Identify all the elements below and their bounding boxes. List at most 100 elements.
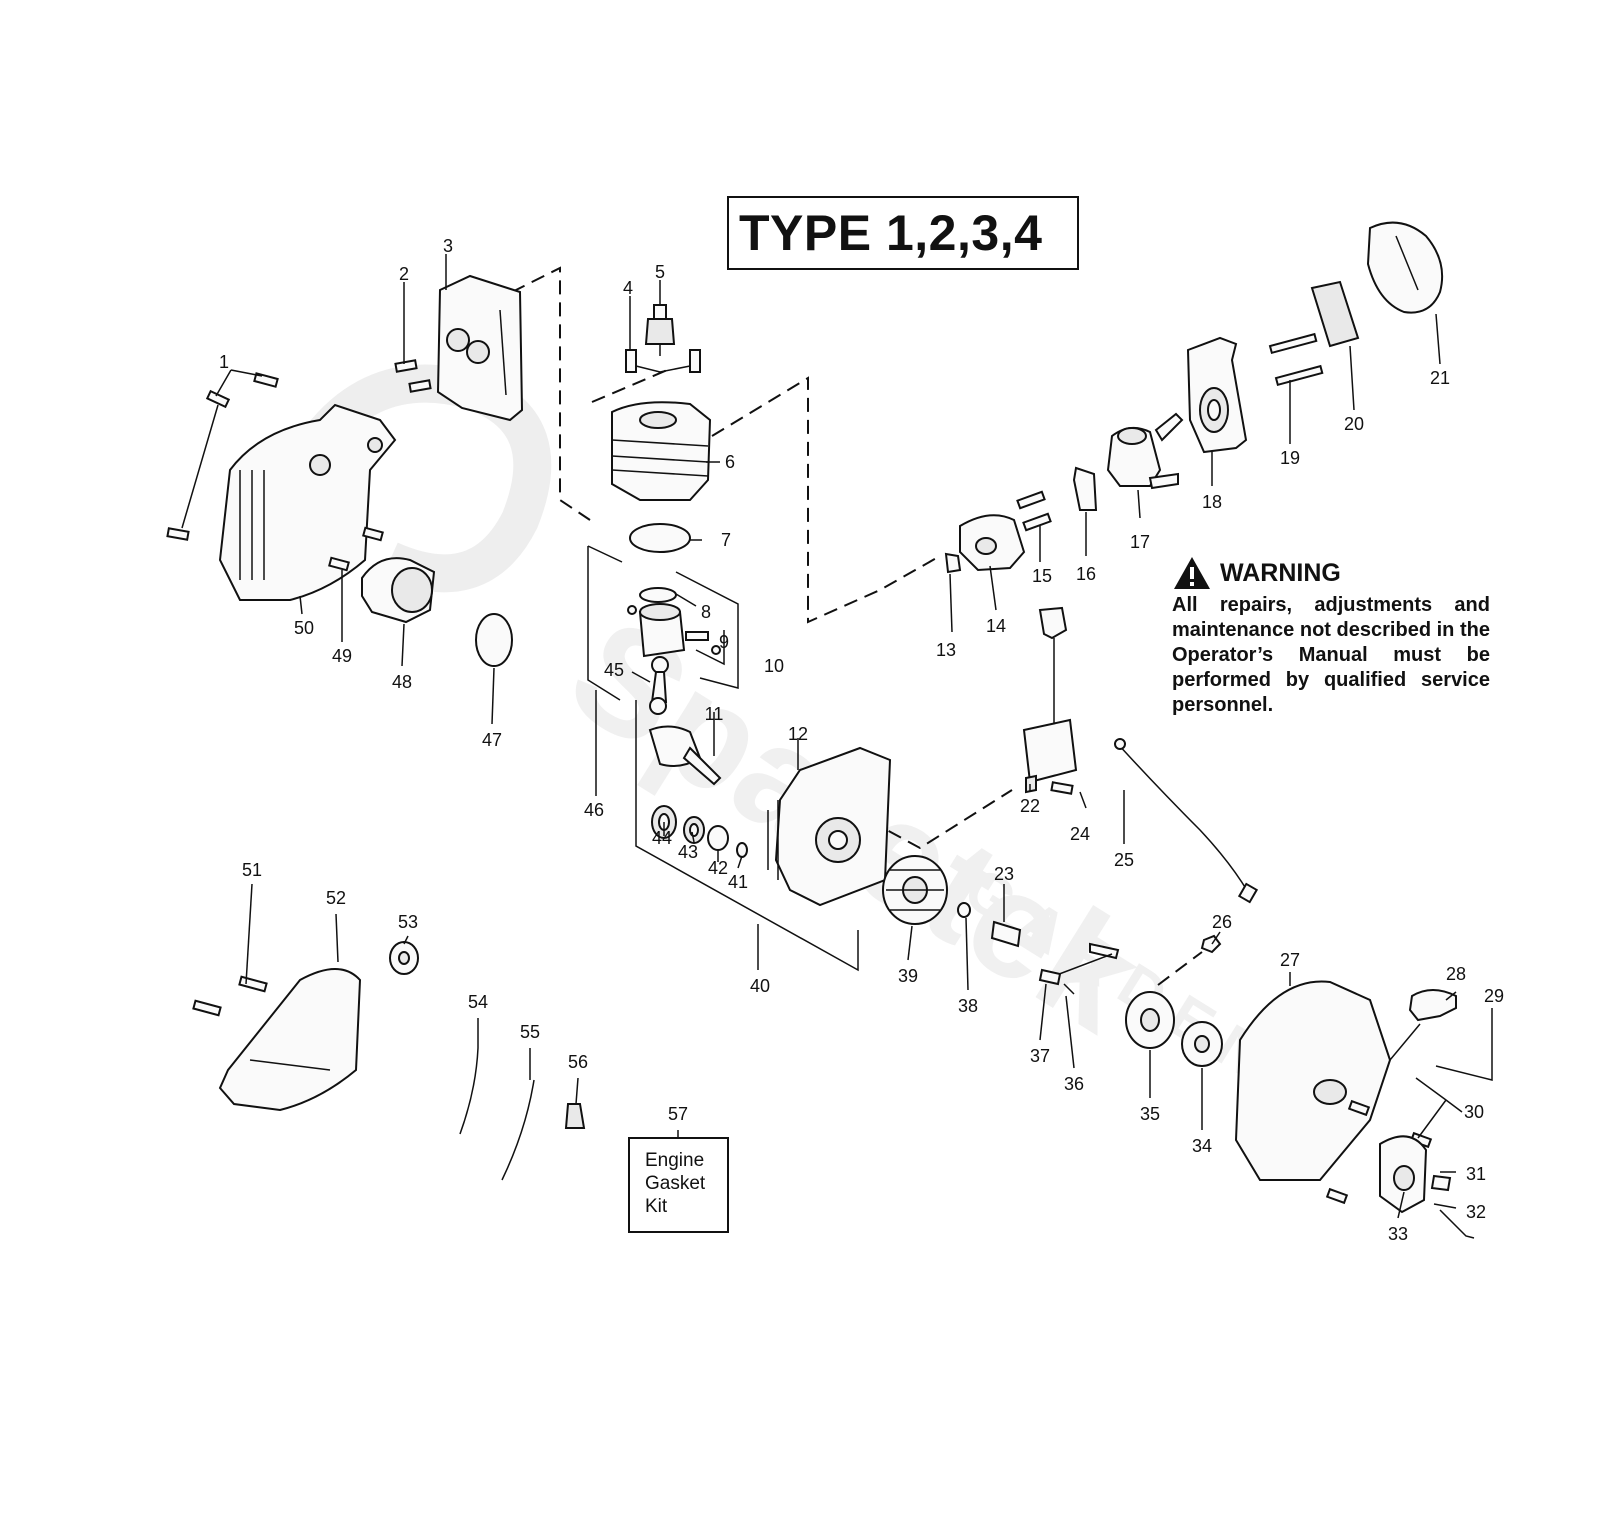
type-title: TYPE 1,2,3,4 xyxy=(727,196,1079,270)
part-2-screws xyxy=(394,359,432,393)
part-19-screws xyxy=(1268,332,1324,387)
callout-37: 37 xyxy=(1030,1046,1050,1066)
callout-20: 20 xyxy=(1344,414,1364,434)
callout-50: 50 xyxy=(294,618,314,638)
callout-4: 4 xyxy=(623,278,633,298)
part-36-37-link xyxy=(1038,942,1120,995)
callout-15: 15 xyxy=(1032,566,1052,586)
part-21-filter-cover xyxy=(1366,221,1444,314)
callout-26: 26 xyxy=(1212,912,1232,932)
part-3-muffler xyxy=(436,274,524,422)
callout-30: 30 xyxy=(1464,1102,1484,1122)
callout-44: 44 xyxy=(652,828,672,848)
callout-31: 31 xyxy=(1466,1164,1486,1184)
callout-38: 38 xyxy=(958,996,978,1016)
callout-41: 41 xyxy=(728,872,748,892)
part-28-starter-handle xyxy=(1389,989,1457,1061)
callout-33: 33 xyxy=(1388,1224,1408,1244)
callout-49: 49 xyxy=(332,646,352,666)
callout-3: 3 xyxy=(443,236,453,256)
part-5-spark-plug xyxy=(644,304,676,356)
callout-7: 7 xyxy=(721,530,731,550)
part-1-screws xyxy=(166,372,279,541)
warning-notice: WARNING All repairs, adjustments and mai… xyxy=(1172,553,1490,718)
callout-46: 46 xyxy=(584,800,604,820)
callout-52: 52 xyxy=(326,888,346,908)
callout-14: 14 xyxy=(986,616,1006,636)
callout-53: 53 xyxy=(398,912,418,932)
part-13-14-intake xyxy=(944,514,1026,574)
part-25-wire xyxy=(1114,738,1259,904)
callout-11: 11 xyxy=(705,704,724,724)
part-39-flywheel xyxy=(882,855,948,925)
part-56-fuel-filter xyxy=(564,1103,586,1129)
part-38-washer xyxy=(957,902,971,918)
callout-numbers: 1 2 3 4 5 6 7 8 9 10 11 12 13 14 15 16 1… xyxy=(219,236,1504,1244)
callout-57: 57 xyxy=(668,1104,688,1124)
part-16-gasket xyxy=(1072,466,1098,511)
part-53-nut xyxy=(389,941,419,975)
callout-48: 48 xyxy=(392,672,412,692)
part-18-air-box xyxy=(1186,336,1248,454)
part-26-nut xyxy=(1200,934,1222,954)
part-8-piston-assembly xyxy=(627,587,721,658)
callout-16: 16 xyxy=(1076,564,1096,584)
callout-25: 25 xyxy=(1114,850,1134,870)
callout-24: 24 xyxy=(1070,824,1090,844)
callout-51: 51 xyxy=(242,860,262,880)
part-51-screws xyxy=(192,975,268,1017)
callout-9: 9 xyxy=(719,632,729,652)
part-52-shield xyxy=(218,968,362,1112)
callout-17: 17 xyxy=(1130,532,1150,552)
part-7-gasket xyxy=(629,523,691,553)
part-24-screw xyxy=(1050,781,1074,795)
callout-40: 40 xyxy=(750,976,770,996)
callout-12: 12 xyxy=(788,724,808,744)
callout-55: 55 xyxy=(520,1022,540,1042)
callout-6: 6 xyxy=(725,452,735,472)
callout-19: 19 xyxy=(1280,448,1300,468)
part-23-spacer xyxy=(990,920,1022,948)
part-11-crankshaft xyxy=(648,725,722,786)
part-6-cylinder xyxy=(611,401,712,501)
callout-1: 1 xyxy=(219,352,229,372)
callout-36: 36 xyxy=(1064,1074,1084,1094)
part-30-33-starter xyxy=(1325,1099,1475,1239)
part-34-plate xyxy=(1181,1021,1223,1067)
part-35-pulley xyxy=(1125,991,1175,1049)
callout-34: 34 xyxy=(1192,1136,1212,1156)
callout-42: 42 xyxy=(708,858,728,878)
part-55-fuel-line xyxy=(501,1079,535,1181)
callout-45: 45 xyxy=(604,660,624,680)
warning-heading: WARNING xyxy=(1220,558,1341,587)
callout-21: 21 xyxy=(1430,368,1450,388)
callout-32: 32 xyxy=(1466,1202,1486,1222)
group-brackets xyxy=(587,545,859,972)
part-48-air-filter xyxy=(361,557,436,624)
callout-13: 13 xyxy=(936,640,956,660)
engine-gasket-kit-box: Engine Gasket Kit xyxy=(628,1137,729,1233)
callout-2: 2 xyxy=(399,264,409,284)
callout-29: 29 xyxy=(1484,986,1504,1006)
callout-22: 22 xyxy=(1020,796,1040,816)
part-15-screws xyxy=(1016,490,1052,532)
callout-54: 54 xyxy=(468,992,488,1012)
callout-43: 43 xyxy=(678,842,698,862)
part-17-carburetor xyxy=(1106,412,1184,490)
callout-leaders xyxy=(215,254,1493,1219)
callout-5: 5 xyxy=(655,262,665,282)
part-50-cover xyxy=(218,403,397,601)
part-12-crankcase xyxy=(767,746,892,907)
part-54-fuel-line xyxy=(459,1047,479,1135)
part-4-screws xyxy=(625,349,701,373)
callout-8: 8 xyxy=(701,602,711,622)
callout-10: 10 xyxy=(764,656,784,676)
part-27-fan-housing xyxy=(1234,980,1392,1181)
callout-35: 35 xyxy=(1140,1104,1160,1124)
part-49-screws xyxy=(328,526,384,572)
callout-47: 47 xyxy=(482,730,502,750)
callout-27: 27 xyxy=(1280,950,1300,970)
warning-text: All repairs, adjustments and maintenance… xyxy=(1172,594,1490,716)
callout-18: 18 xyxy=(1202,492,1222,512)
